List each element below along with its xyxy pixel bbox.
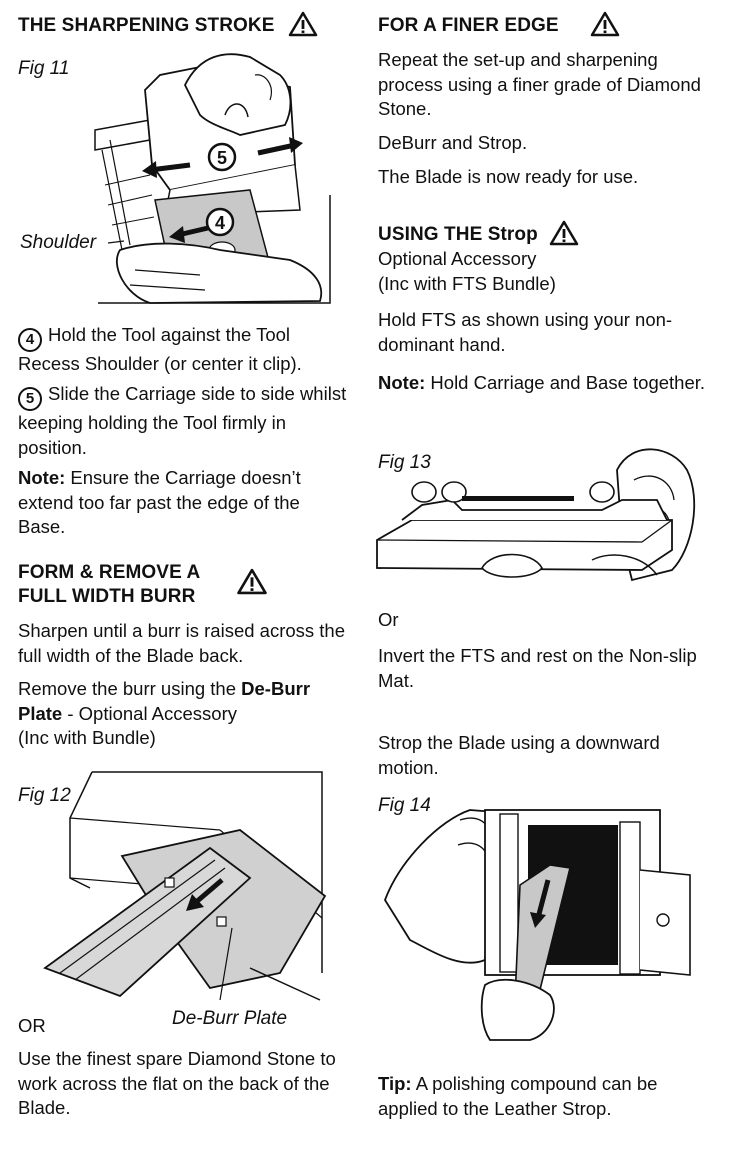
svg-text:4: 4: [215, 213, 225, 233]
deburr-plate-label: De-Burr Plate: [172, 1008, 288, 1029]
fig11-illustration: 5 4: [94, 53, 331, 304]
finer-paragraph-1: Repeat the set-up and sharpening process…: [378, 49, 701, 119]
finer-paragraph-3: The Blade is now ready for use.: [378, 166, 639, 187]
invert-paragraph: Invert the FTS and rest on the Non-slip …: [378, 645, 697, 691]
fig12-illustration: [43, 771, 327, 1001]
finer-edge-heading: FOR A FINER EDGE: [378, 11, 620, 39]
fig14-illustration: [384, 809, 691, 1041]
or-label: OR: [18, 1015, 46, 1036]
fig13-illustration: [376, 448, 696, 582]
strop-note: Note: Hold Carriage and Base together.: [378, 372, 706, 393]
strop-sub-2: (Inc with FTS Bundle): [378, 273, 556, 294]
strop-heading: USING THE Strop: [378, 220, 579, 248]
burr-paragraph-1: Sharpen until a burr is raised across th…: [18, 620, 346, 666]
tip-paragraph: Tip: A polishing compound can be applied…: [378, 1073, 658, 1119]
fig13-label: Fig 13: [378, 452, 431, 473]
shoulder-label: Shoulder: [20, 232, 97, 253]
fig11-label: Fig 11: [18, 58, 70, 79]
strop-sub-1: Optional Accessory: [378, 248, 537, 269]
or-label-right: Or: [378, 609, 399, 630]
burr-heading: FORM & REMOVE A FULL WIDTH BURR: [18, 562, 201, 607]
warning-icon: [590, 11, 620, 37]
burr-paragraph-2: Remove the burr using the De-Burr Plate …: [18, 678, 311, 748]
strop-paragraph-1: Hold FTS as shown using your non-dominan…: [378, 309, 673, 355]
warning-icon: [237, 568, 267, 595]
strop-down-paragraph: Strop the Blade using a downward motion.: [378, 732, 660, 778]
step4-number: 4: [18, 328, 42, 352]
warning-icon: [549, 220, 579, 246]
note-paragraph: Note: Ensure the Carriage doesn’t extend…: [18, 467, 301, 537]
final-paragraph: Use the finest spare Diamond Stone to wo…: [18, 1048, 336, 1118]
fig14-label: Fig 14: [378, 795, 431, 816]
sharpening-stroke-heading: THE SHARPENING STROKE: [18, 11, 318, 39]
finer-paragraph-2: DeBurr and Strop.: [378, 132, 528, 153]
fig12-label: Fig 12: [18, 785, 71, 806]
step5-number: 5: [18, 387, 42, 411]
svg-text:5: 5: [217, 148, 227, 168]
warning-icon: [288, 11, 318, 37]
